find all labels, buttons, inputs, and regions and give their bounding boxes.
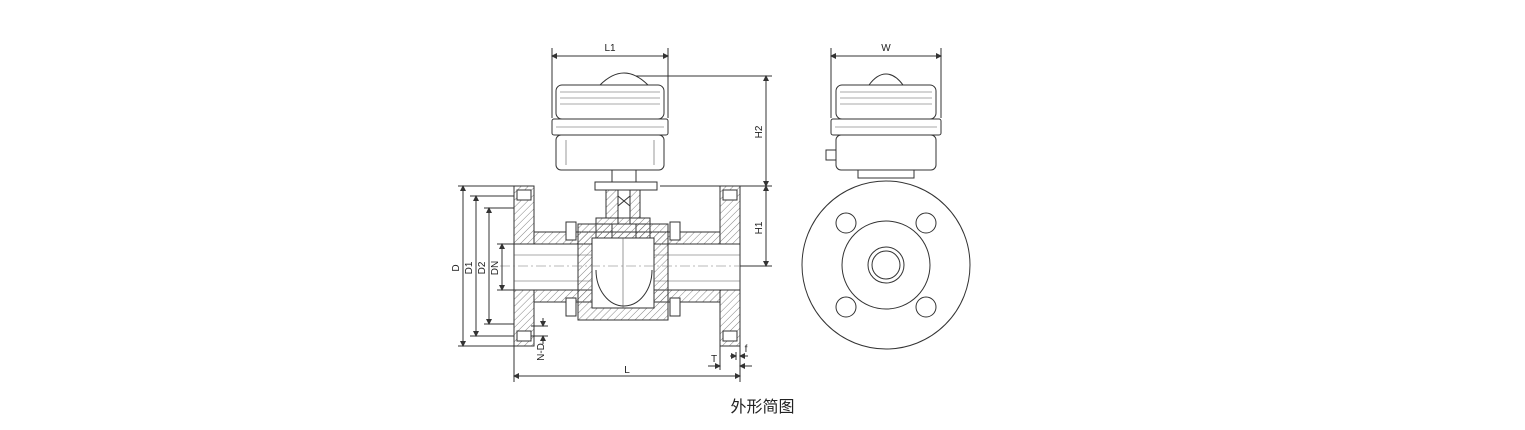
figure-caption: 外形简图 [730, 397, 795, 416]
dim-f-label: f [745, 344, 748, 355]
dim-d1-label: D1 [464, 261, 475, 274]
dim-l-label: L [624, 365, 630, 376]
dim-h1-label: H1 [754, 221, 765, 234]
dim-d-label: D [451, 264, 462, 271]
dim-d2-label: D2 [477, 261, 488, 274]
dim-w-label: W [881, 43, 891, 54]
dim-nd-label: N-D [536, 343, 547, 361]
side-view [801, 73, 971, 350]
side-dimensions: W [830, 43, 942, 118]
actuator-side [825, 73, 942, 179]
front-view [500, 72, 752, 347]
front-dimensions: L1 H2 H1 D D1 D2 DN N-D [451, 43, 772, 382]
flange-face [801, 180, 971, 350]
dim-h2-label: H2 [754, 125, 765, 138]
actuator-front [551, 72, 669, 191]
dim-l1-label: L1 [604, 43, 616, 54]
dim-t-label: T [711, 354, 717, 365]
dim-dn-label: DN [490, 261, 501, 275]
valve-body [513, 221, 741, 321]
